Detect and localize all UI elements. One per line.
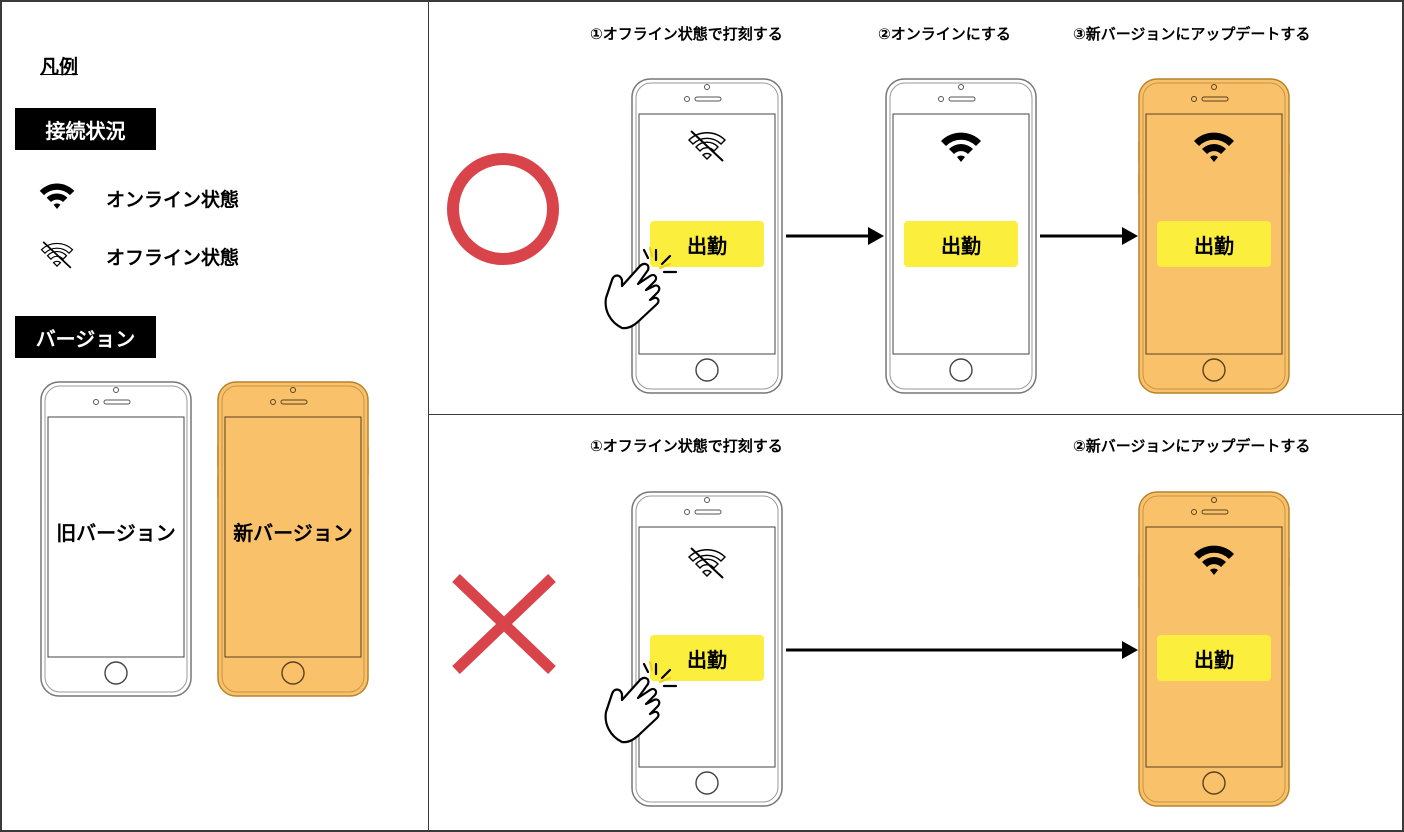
wifi-icon [939,130,983,164]
wifi-icon [1192,543,1236,577]
bottom-step2-label: ②新バージョンにアップデートする [1073,437,1311,455]
clock-in-button[interactable]: 出勤 [650,221,764,267]
wifi-off-icon [38,236,76,272]
bottom-phone-offline: 出勤 [631,491,783,807]
top-phone-new-version: 出勤 [1138,78,1290,394]
top-step3-label: ③新バージョンにアップデートする [1073,25,1311,43]
wifi-off-icon [685,128,729,162]
cross-ng-icon [452,574,556,674]
top-phone-online: 出勤 [885,78,1037,394]
bottom-step1-label: ①オフライン状態で打刻する [590,437,783,455]
wifi-icon [38,180,76,212]
new-version-phone: 新バージョン [217,381,369,697]
top-step2-label: ②オンラインにする [878,25,1011,43]
wifi-off-icon [685,545,729,579]
circle-ok-icon [447,153,559,265]
bottom-phone-new-version: 出勤 [1138,491,1290,807]
top-phone-offline: 出勤 [631,78,783,394]
clock-in-button[interactable]: 出勤 [904,221,1018,267]
offline-label: オフライン状態 [106,247,240,269]
arrow-right [786,227,884,245]
legend-title: 凡例 [40,56,79,78]
clock-in-button[interactable]: 出勤 [650,635,764,681]
panel-divider-vertical [428,0,429,832]
top-step1-label: ①オフライン状態で打刻する [590,25,783,43]
online-label: オンライン状態 [106,189,240,211]
wifi-icon [1192,130,1236,164]
clock-in-button[interactable]: 出勤 [1157,221,1271,267]
clock-in-button[interactable]: 出勤 [1157,635,1271,681]
tapping-hand-icon [600,236,686,332]
arrow-right [1040,227,1138,245]
panel-divider-horizontal [428,414,1404,415]
old-version-phone: 旧バージョン [40,381,192,697]
connection-header: 接続状況 [15,108,156,150]
new-version-label: 新バージョン [233,521,353,545]
arrow-right-long [786,641,1138,659]
old-version-label: 旧バージョン [56,521,176,545]
tapping-hand-icon [600,650,686,746]
version-header: バージョン [15,316,156,358]
